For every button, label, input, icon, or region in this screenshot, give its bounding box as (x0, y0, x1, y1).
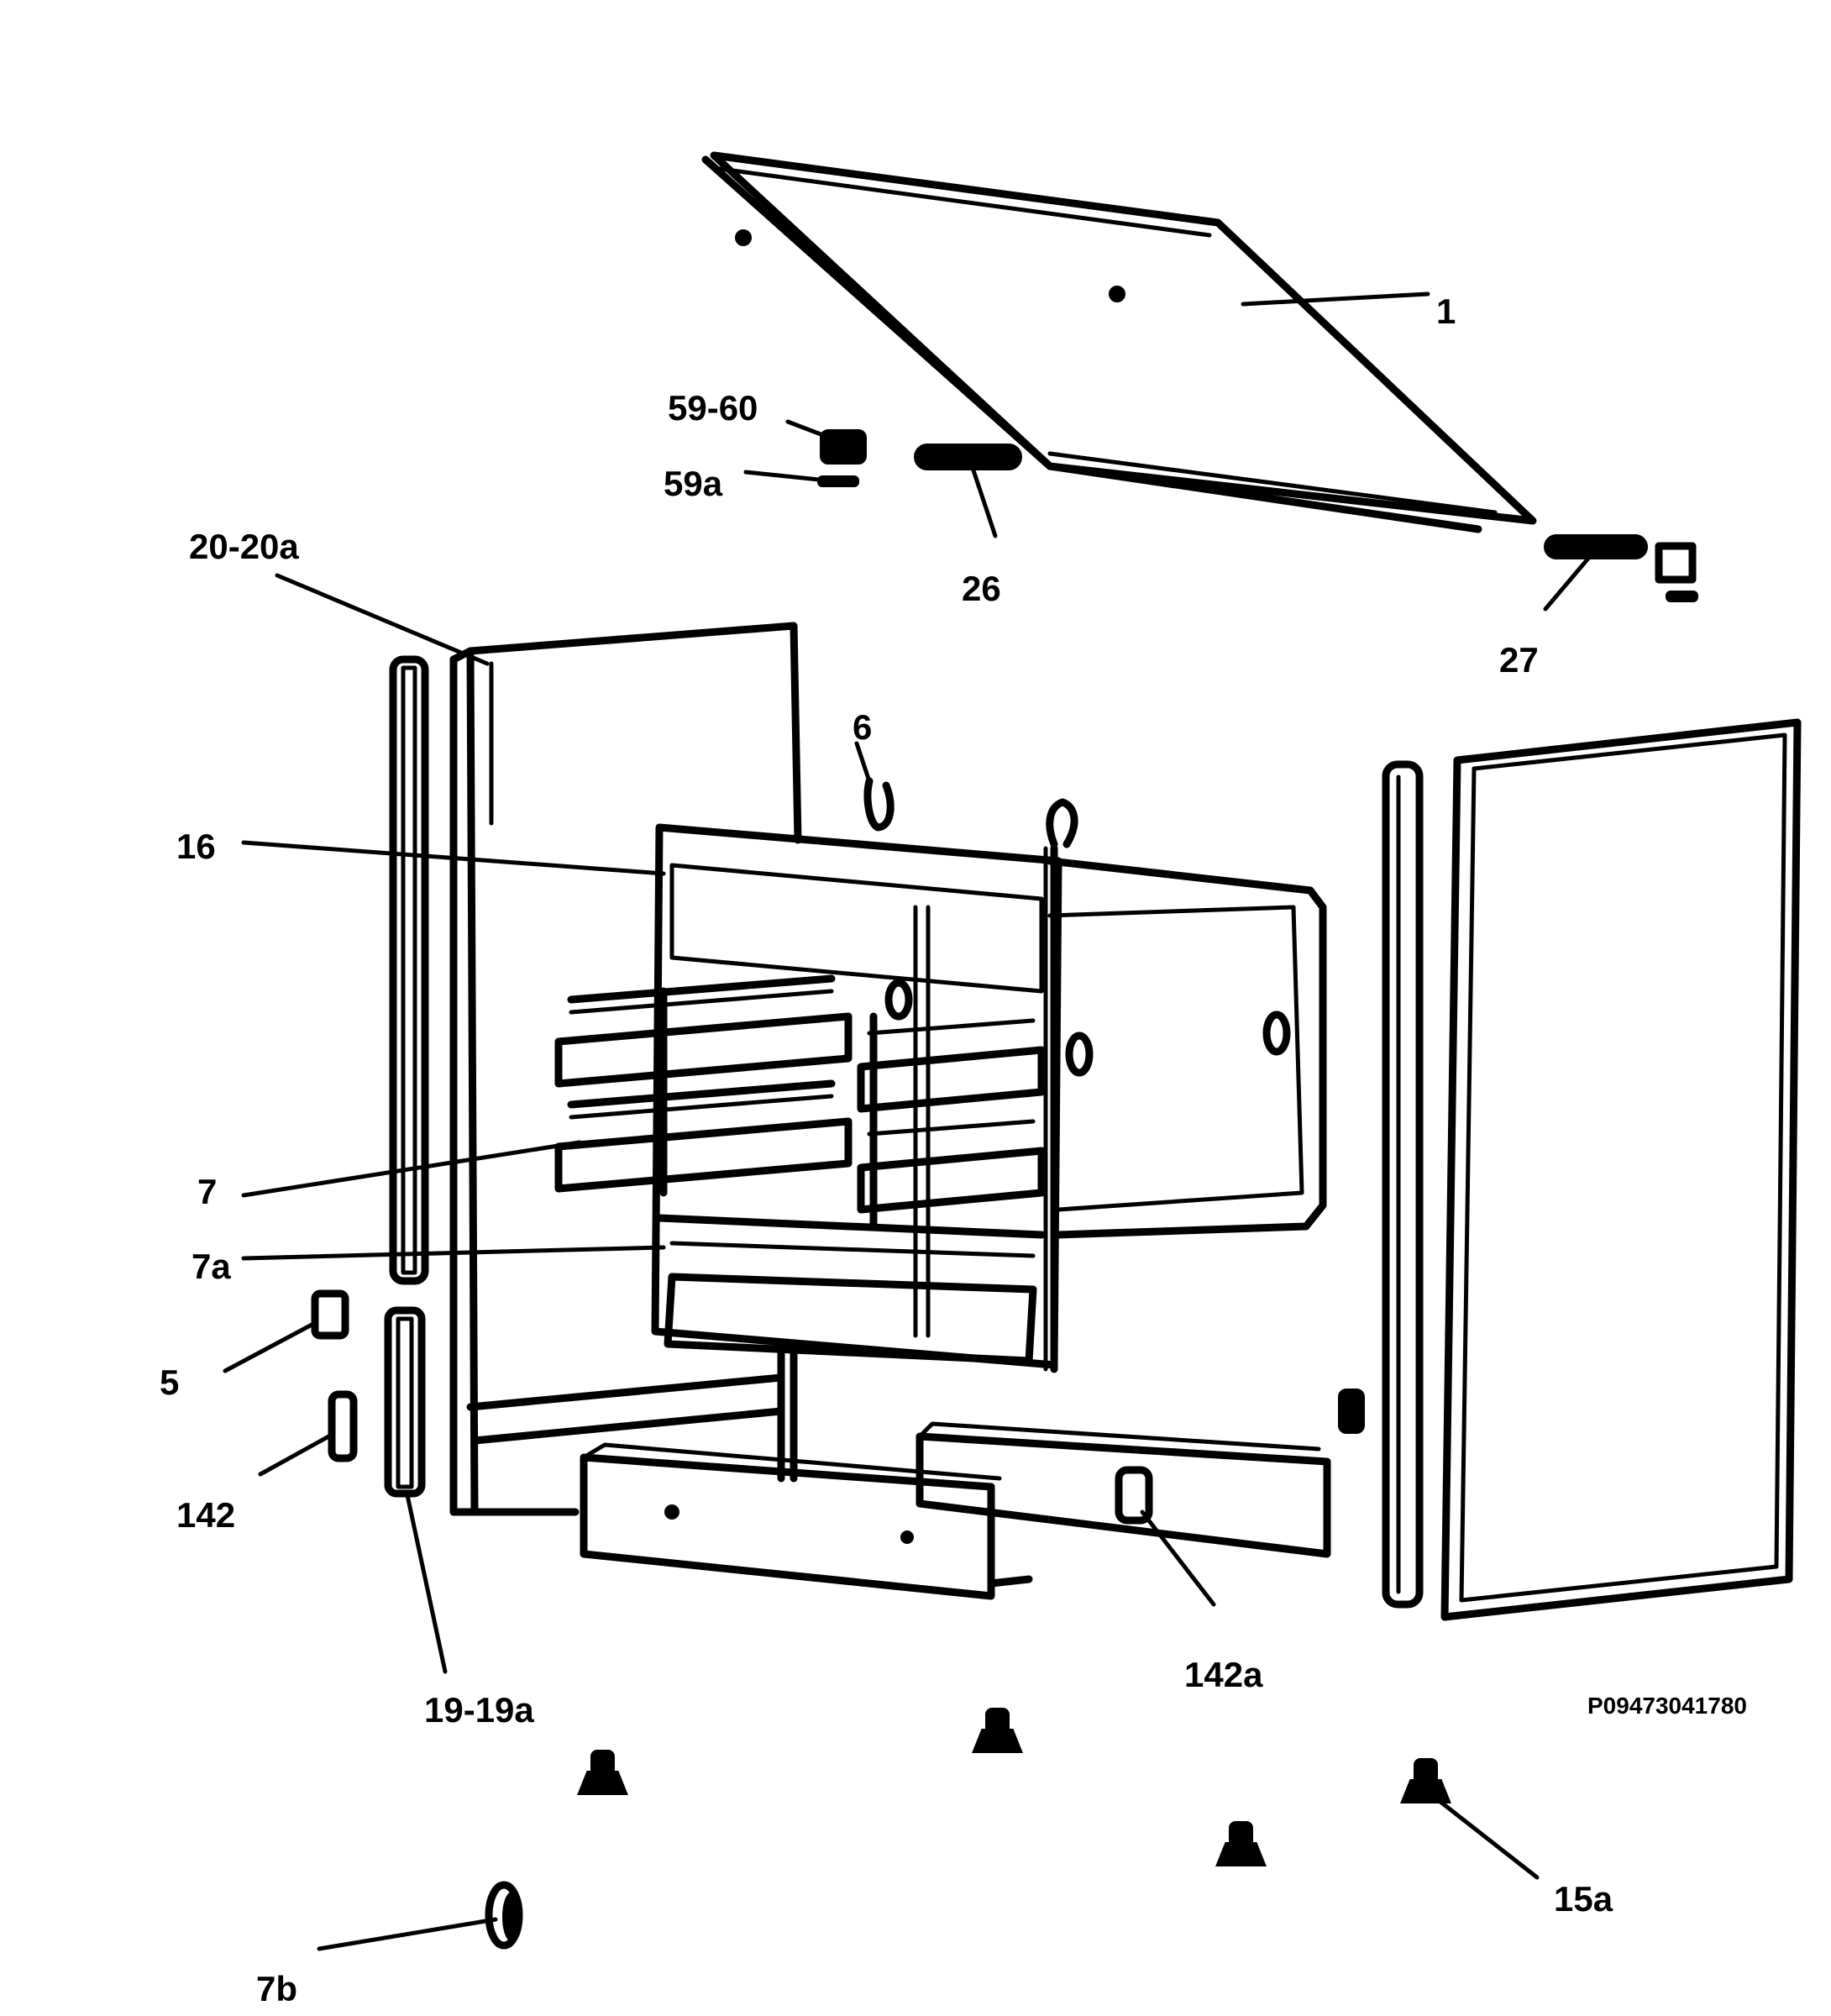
label-7: 7 (197, 1172, 217, 1211)
label-7a: 7a (191, 1247, 231, 1286)
part-26-hinge-bar (914, 444, 1022, 470)
label-16: 16 (176, 827, 216, 866)
drawing-code: P09473041780 (1587, 1693, 1747, 1719)
label-19-19a: 19-19a (424, 1690, 534, 1730)
right-small-clip (1338, 1389, 1365, 1434)
kick-plate-left (580, 1442, 1033, 1600)
label-59-60: 59-60 (668, 388, 758, 428)
callout-labels: 1 59-60 59a 26 27 20-20a 6 16 7 7a 5 142… (160, 291, 1747, 2008)
leader-lines (223, 291, 1594, 1951)
label-15a: 15a (1554, 1879, 1613, 1919)
label-1: 1 (1436, 291, 1456, 331)
right-side-door-panel (1440, 718, 1802, 1621)
label-5: 5 (160, 1362, 179, 1402)
right-side-strip (1382, 760, 1424, 1609)
feet-15a (577, 1708, 1451, 1866)
central-frame (651, 798, 1327, 1483)
part-142a-bracket (1115, 1466, 1153, 1525)
kick-plate-right (916, 1421, 1331, 1558)
label-6: 6 (853, 707, 872, 747)
part-7-rails (554, 974, 1046, 1231)
worktop-panel (701, 151, 1537, 533)
label-27: 27 (1499, 640, 1539, 680)
part-142-bracket (328, 1390, 358, 1462)
part-27-hinge-assembly (1544, 534, 1698, 602)
label-20-20a: 20-20a (189, 527, 299, 566)
part-6-clip (863, 777, 895, 832)
part-59-60-bracket (820, 429, 867, 465)
part-5-bracket (311, 1289, 349, 1340)
label-26: 26 (962, 569, 1001, 608)
label-59a: 59a (664, 464, 723, 503)
part-7b-wheel (485, 1881, 523, 1950)
label-142: 142 (176, 1495, 235, 1535)
label-7b: 7b (256, 1969, 297, 2008)
label-142a: 142a (1184, 1655, 1263, 1694)
